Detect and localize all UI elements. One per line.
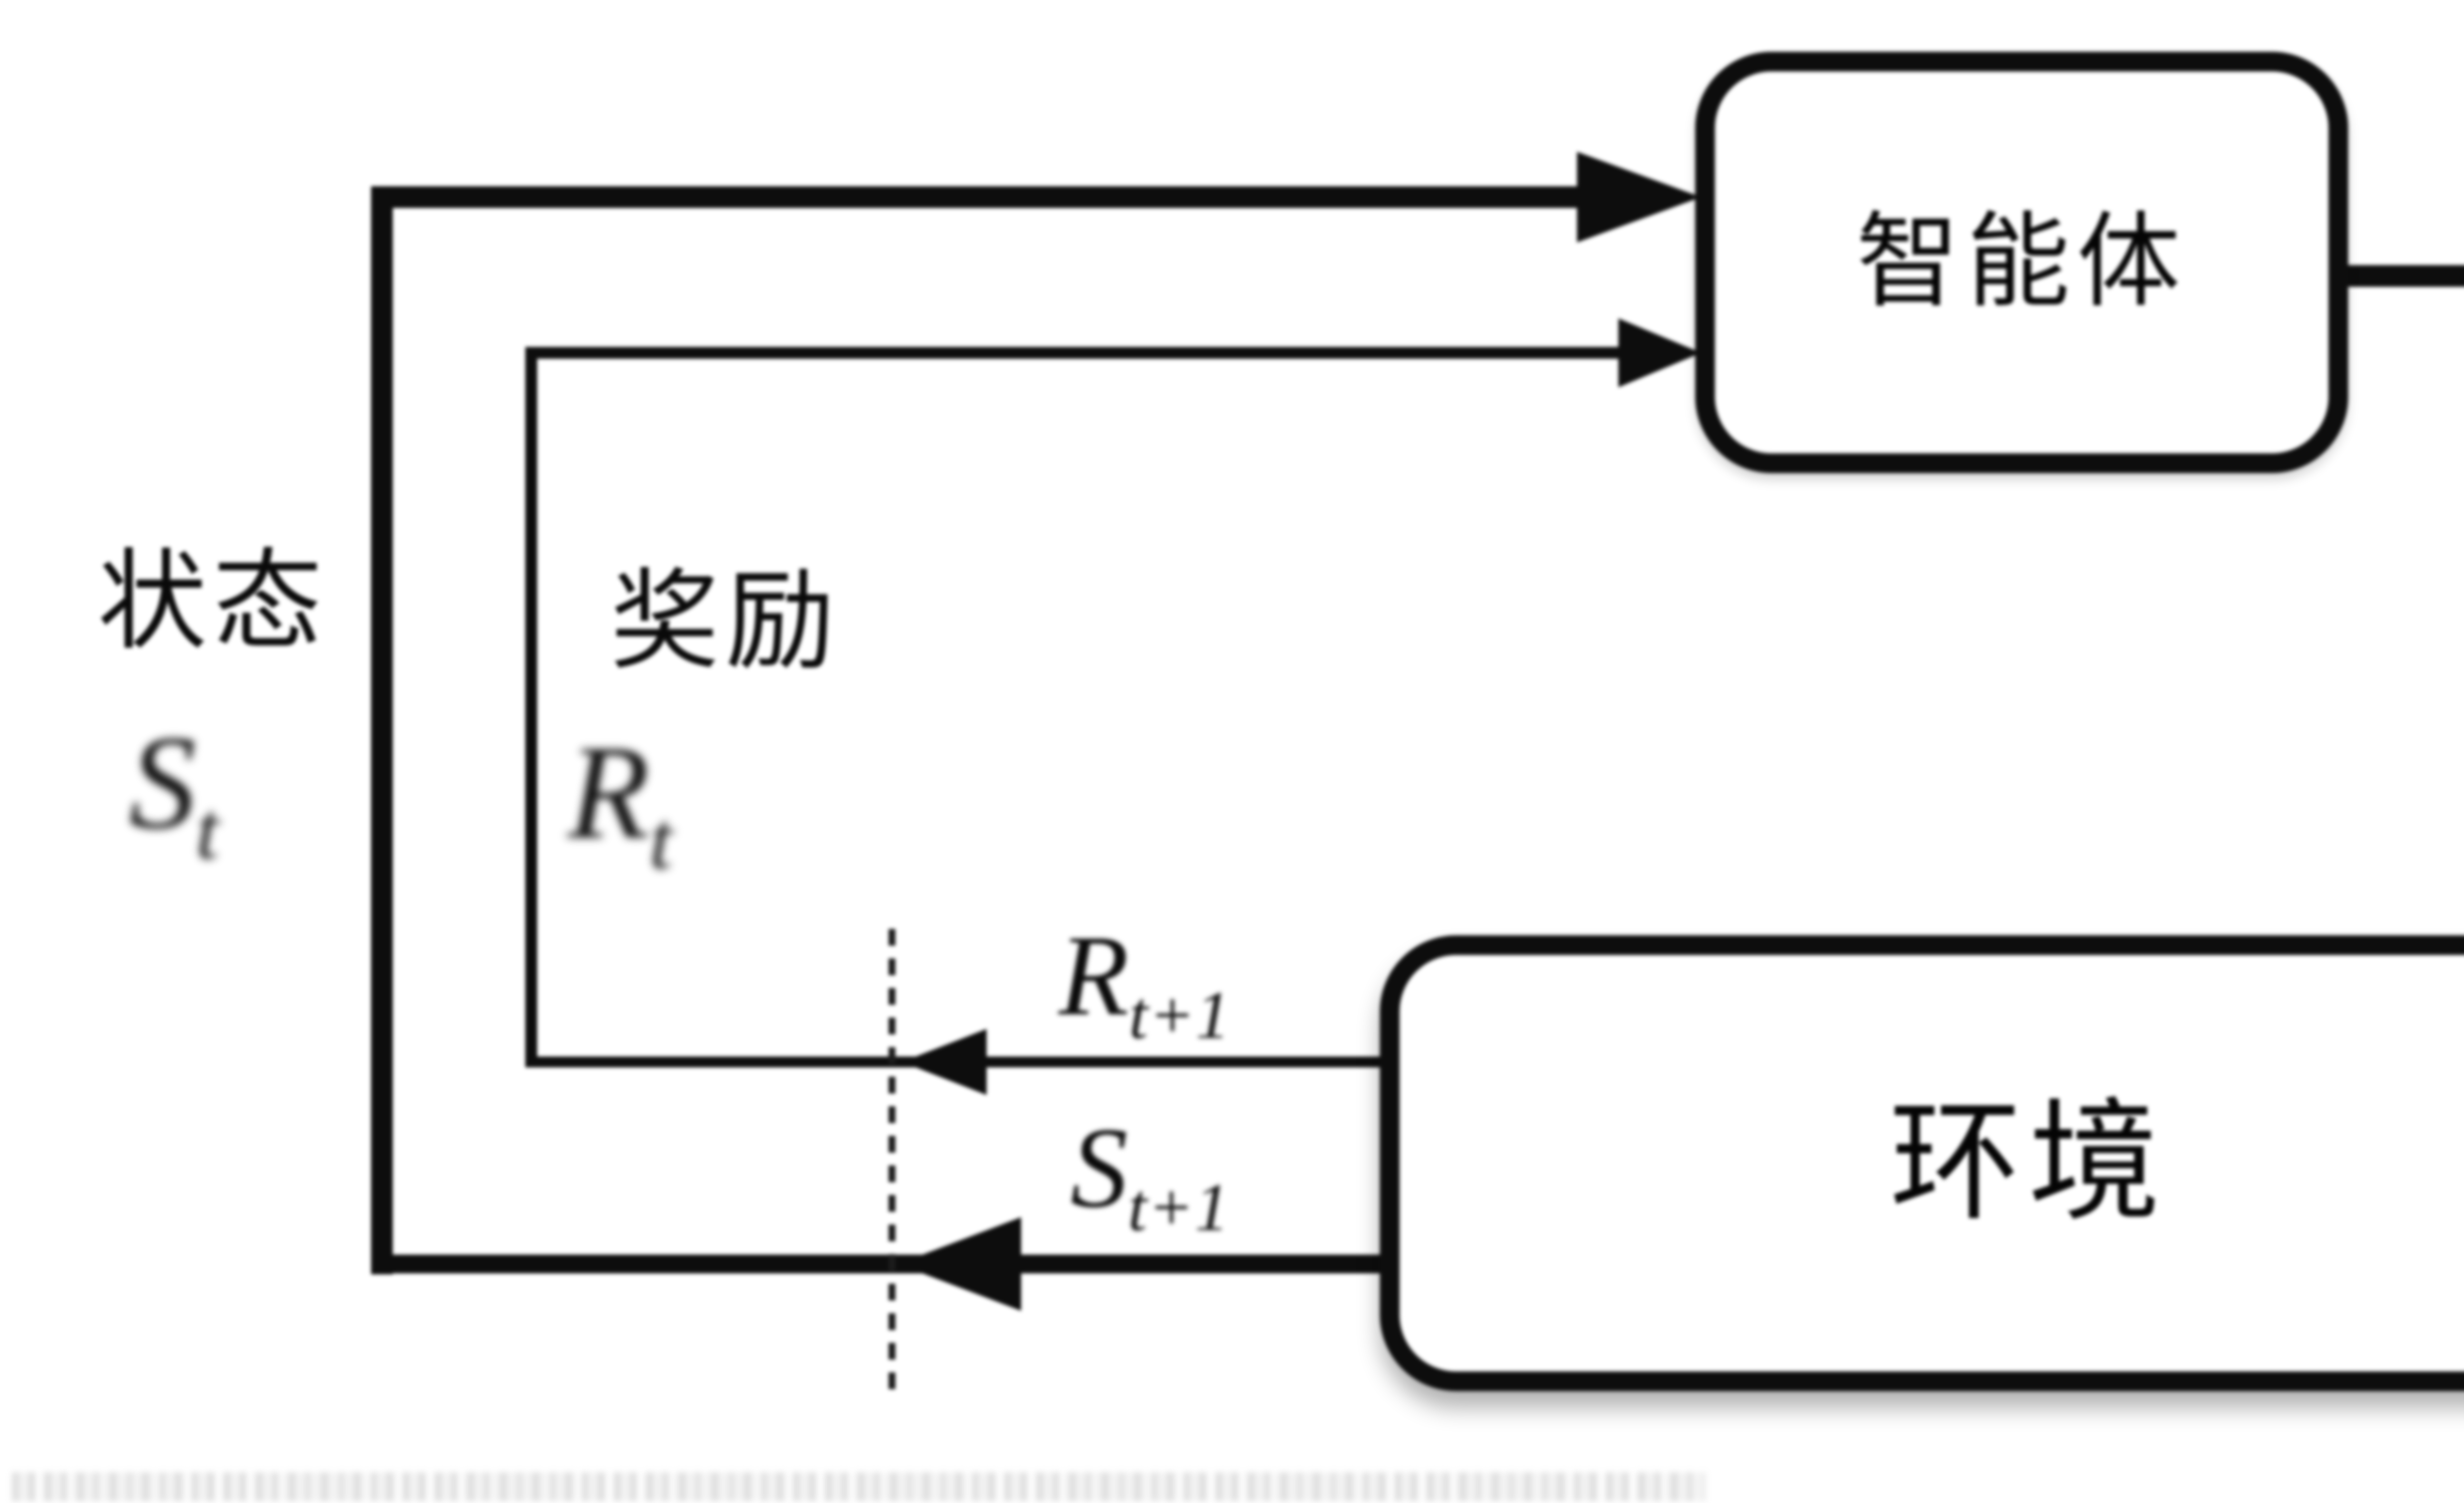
reward-loop-vertical-line: [525, 347, 537, 1067]
reward-symbol-label: Rt: [568, 725, 673, 882]
state-symbol-label: St: [129, 716, 220, 872]
arrowhead-into-agent-state-icon: [1577, 152, 1701, 242]
action-from-agent-line: [2343, 265, 2464, 287]
arrowhead-next-reward-icon: [902, 1029, 987, 1095]
arrowhead-next-state-icon: [898, 1217, 1021, 1311]
next-reward-subscript: t+1: [1129, 977, 1231, 1053]
next-state-label: St+1: [1070, 1110, 1230, 1241]
state-symbol-subscript: t: [196, 785, 220, 876]
state-to-agent-line: [371, 186, 1579, 208]
agent-box: 智能体: [1695, 52, 2348, 473]
time-step-boundary-dashed-line: [889, 929, 895, 1400]
environment-box: 环境: [1380, 935, 2464, 1391]
reward-symbol-subscript: t: [650, 795, 674, 886]
reward-to-agent-line: [525, 347, 1621, 359]
cropped-caption-fragment: [12, 1472, 1705, 1501]
arrowhead-into-agent-reward-icon: [1618, 318, 1701, 387]
state-symbol-base: S: [129, 708, 196, 856]
reward-text-label: 奖励: [610, 562, 841, 683]
state-loop-vertical-line: [371, 186, 393, 1274]
state-text-label: 状态: [98, 542, 328, 663]
environment-box-label: 环境: [1889, 1090, 2167, 1236]
next-state-base: S: [1070, 1103, 1128, 1231]
reward-symbol-base: R: [568, 718, 650, 866]
agent-box-label: 智能体: [1856, 205, 2188, 320]
next-reward-label: Rt+1: [1059, 918, 1231, 1049]
next-state-subscript: t+1: [1128, 1169, 1230, 1245]
next-reward-base: R: [1059, 911, 1129, 1039]
next-state-line: [371, 1255, 1383, 1273]
